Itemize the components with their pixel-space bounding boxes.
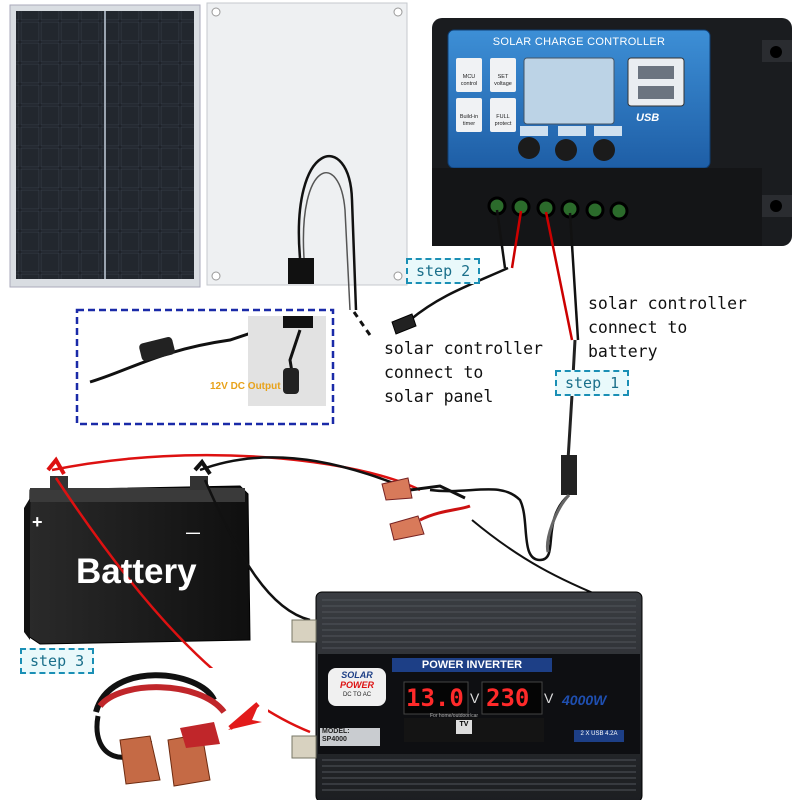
brand-line-3: DC TO AC — [342, 692, 372, 698]
power-inverter — [291, 591, 643, 800]
step3-arrow — [228, 702, 260, 730]
inset-box — [75, 308, 335, 426]
inverter-brand: SOLAR POWER DC TO AC — [328, 670, 386, 700]
inverter-sub-label: For home/outdoor/car — [430, 713, 479, 719]
step1-label: step 1 — [555, 370, 630, 396]
controller-button-timer: Build-in timer — [456, 114, 482, 128]
inverter-model: MODEL: SP4000 — [322, 728, 378, 744]
display-left-value: 13.0 — [406, 684, 464, 712]
inverter-usb-spec: 2 X USB 4.2A — [580, 731, 618, 737]
battery — [24, 476, 251, 645]
solar-panel-front — [9, 4, 201, 288]
controller-button-mcu: MCU control — [456, 74, 482, 88]
display-right-unit: V — [544, 690, 554, 706]
mcu-label-2: control — [460, 81, 478, 87]
display-right-value: 230 — [486, 684, 530, 712]
step2-label: step 2 — [406, 258, 481, 284]
battery-plus-label: + — [32, 512, 43, 532]
battery-label: Battery — [76, 552, 197, 591]
brand-line-1: SOLAR — [341, 670, 373, 680]
protect-label-2: protect — [494, 121, 512, 127]
controller-title: SOLAR CHARGE CONTROLLER — [492, 36, 666, 48]
mcu-label-1: MCU — [462, 74, 476, 80]
brand-line-2: POWER — [339, 680, 374, 690]
controller-usb-label: USB — [636, 112, 660, 124]
panel-connection-note: solar controller connect to solar panel — [384, 339, 543, 406]
set-label-1: SET — [497, 74, 509, 80]
step3-clips-inset — [78, 668, 268, 800]
inverter-title: POWER INVERTER — [421, 659, 523, 671]
protect-label-1: FULL — [496, 114, 510, 120]
inset-output-label: 12V DC Output — [210, 381, 281, 392]
step3-label: step 3 — [20, 648, 95, 674]
controller-button-protect: FULL protect — [490, 114, 516, 128]
timer-label-2: timer — [462, 121, 476, 127]
charge-controller — [432, 18, 792, 246]
controller-wires — [352, 209, 580, 562]
battery-connection-note: solar controller connect to battery — [588, 294, 747, 361]
set-label-2: voltage — [494, 81, 512, 87]
display-left-unit: V — [470, 690, 480, 706]
battery-cables — [46, 453, 641, 734]
inverter-power-label: 4000W — [562, 692, 607, 708]
model-line-2: SP4000 — [322, 736, 347, 743]
controller-button-set: SET voltage — [490, 74, 516, 88]
inverter-tv-label: TV — [459, 721, 469, 728]
model-line-1: MODEL: — [322, 728, 350, 735]
solar-panel-back — [206, 2, 408, 311]
battery-minus-label: — — [186, 524, 200, 540]
timer-label-1: Build-in — [459, 114, 479, 120]
